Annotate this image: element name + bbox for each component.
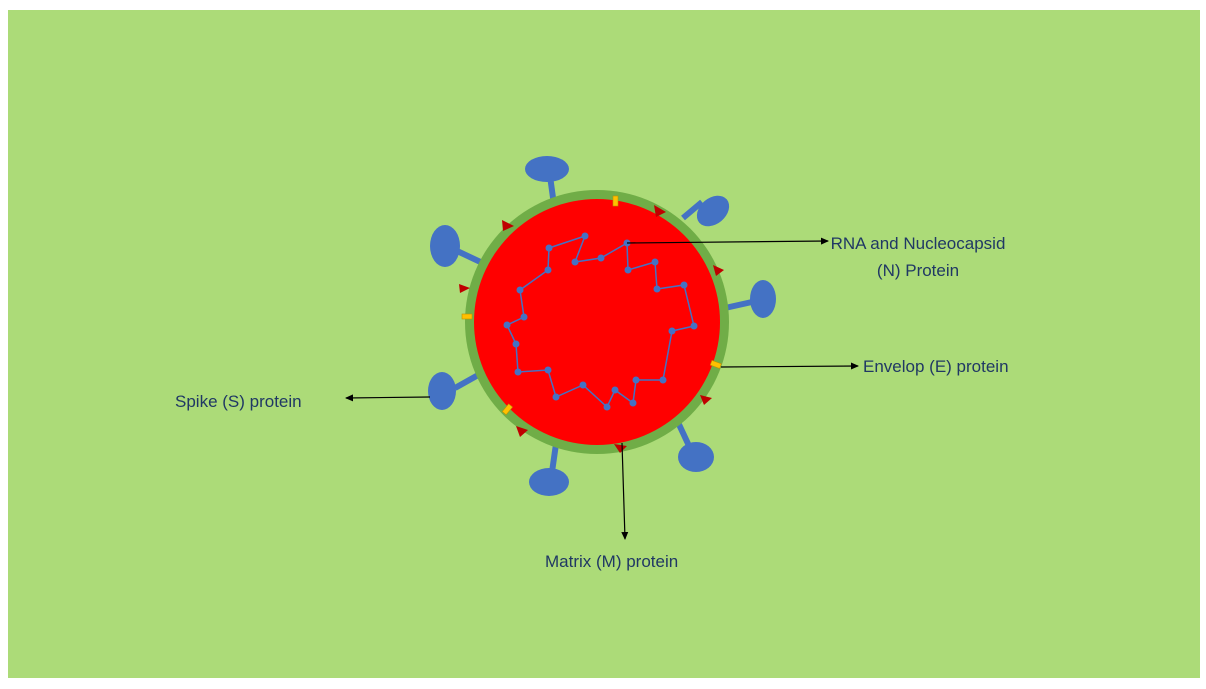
envelope-protein [462, 314, 472, 319]
envelope-protein [613, 196, 618, 206]
rna-label-line1: RNA and Nucleocapsid [831, 234, 1006, 253]
envelope-label: Envelop (E) protein [863, 357, 1009, 376]
rna-label-line2: (N) Protein [877, 261, 959, 280]
spike-label: Spike (S) protein [175, 392, 302, 411]
matrix-label: Matrix (M) protein [545, 552, 678, 571]
